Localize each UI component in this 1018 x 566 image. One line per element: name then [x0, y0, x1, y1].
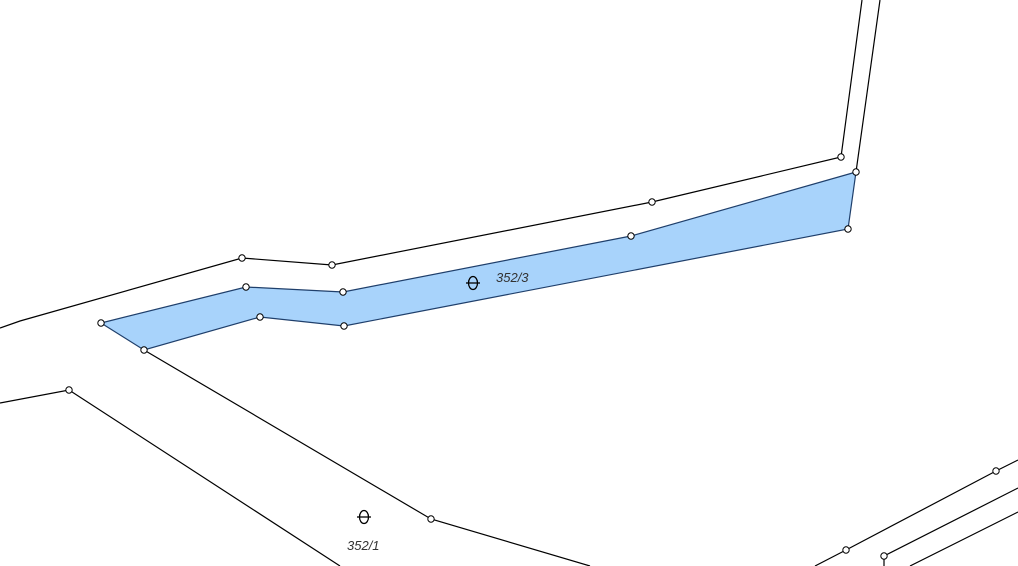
vertex-point[interactable]	[328, 261, 336, 269]
vertex-point[interactable]	[238, 254, 246, 262]
vertex-point[interactable]	[140, 346, 148, 354]
boundary-line	[814, 459, 1018, 566]
vertex-point[interactable]	[837, 153, 845, 161]
parcel-vertices	[65, 153, 1000, 560]
boundary-line	[883, 487, 1018, 557]
vertex-point[interactable]	[648, 198, 656, 206]
vertex-point[interactable]	[844, 225, 852, 233]
boundary-line	[0, 389, 341, 566]
parcel-centroid-symbol-icon	[357, 509, 371, 525]
boundary-line	[143, 349, 591, 566]
vertex-point[interactable]	[427, 515, 435, 523]
boundary-line	[855, 0, 881, 173]
vertex-point[interactable]	[97, 319, 105, 327]
vertex-point[interactable]	[842, 546, 850, 554]
parcel-352-3-area[interactable]	[99, 171, 857, 351]
vertex-point[interactable]	[852, 168, 860, 176]
boundary-line	[909, 511, 1018, 566]
vertex-point[interactable]	[627, 232, 635, 240]
parcel-number-label[interactable]: 352/3	[496, 270, 529, 285]
vertex-point[interactable]	[339, 288, 347, 296]
vertex-point[interactable]	[256, 313, 264, 321]
vertex-point[interactable]	[242, 283, 250, 291]
parcel-centroid-symbol-icon	[466, 275, 480, 291]
vertex-point[interactable]	[65, 386, 73, 394]
vertex-point[interactable]	[340, 322, 348, 330]
vertex-point[interactable]	[992, 467, 1000, 475]
vertex-point[interactable]	[880, 552, 888, 560]
parcel-number-label[interactable]: 352/1	[347, 538, 380, 553]
